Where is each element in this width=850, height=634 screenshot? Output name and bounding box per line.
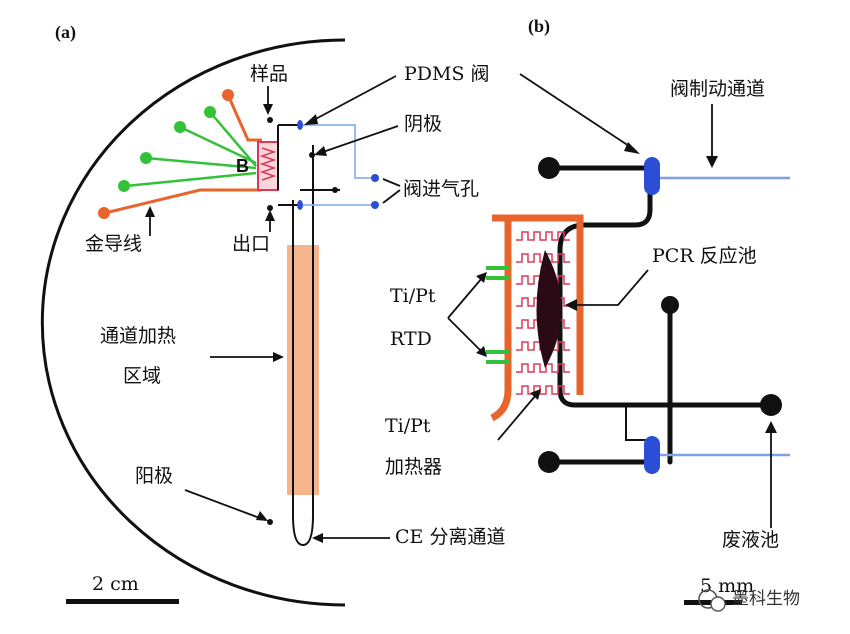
label-heater-2: 加热器	[385, 456, 442, 478]
a-arrowheads	[145, 104, 327, 543]
wafer-outline	[40, 38, 346, 607]
a-channels	[277, 124, 340, 206]
scale-bar-a	[66, 599, 179, 604]
label-pdms-valve: PDMS 阀	[404, 63, 490, 85]
b-valves	[644, 157, 660, 474]
label-sample: 样品	[250, 63, 288, 85]
heated-region	[287, 245, 319, 495]
label-heater-1: Ti/Pt	[385, 415, 431, 437]
label-outlet: 出口	[232, 233, 270, 255]
label-rtd-2: RTD	[390, 328, 432, 350]
label-valve-actuation: 阀制动通道	[670, 78, 765, 100]
ce-channel	[292, 145, 314, 547]
pcr-heater-a	[259, 147, 277, 181]
b-heater-frame	[490, 214, 584, 422]
orange-wire-pads	[98, 89, 234, 219]
label-ce-channel: CE 分离通道	[395, 526, 505, 548]
scale-label-a: 2 cm	[92, 573, 139, 595]
b-valve-channels	[660, 176, 790, 457]
label-pcr-chamber: PCR 反应池	[652, 245, 757, 267]
b-rtd-bars	[486, 266, 510, 364]
label-waste: 废液池	[722, 529, 779, 551]
label-heated-region-2: 区域	[123, 365, 161, 387]
a-valves	[297, 120, 379, 210]
orange-gold-wires	[104, 94, 262, 215]
a-reservoirs	[267, 117, 338, 525]
b-marker: B	[236, 156, 249, 176]
label-anode: 阳极	[135, 465, 173, 487]
b-channels	[546, 165, 773, 465]
green-wire-pads	[118, 106, 216, 192]
green-gold-wires	[125, 111, 257, 188]
b-leader-lines	[447, 73, 772, 528]
b-arrowheads	[476, 142, 777, 433]
b-thin-channels	[625, 405, 650, 441]
label-gas-inlet: 阀进气孔	[403, 178, 479, 200]
label-cathode: 阴极	[404, 113, 442, 135]
label-heated-region-1: 通道加热	[100, 325, 176, 347]
watermark: 墨科生物	[698, 589, 800, 612]
a-leader-lines	[149, 75, 401, 539]
label-gold-wire: 金导线	[85, 233, 142, 255]
b-reservoirs	[538, 157, 782, 473]
a-valve-channels	[300, 124, 375, 206]
label-rtd-1: Ti/Pt	[390, 285, 436, 307]
panel-b-label: (b)	[528, 16, 550, 37]
b-pcr-chamber	[536, 250, 562, 368]
watermark-text: 墨科生物	[732, 589, 800, 609]
panel-a-label: (a)	[55, 22, 76, 43]
